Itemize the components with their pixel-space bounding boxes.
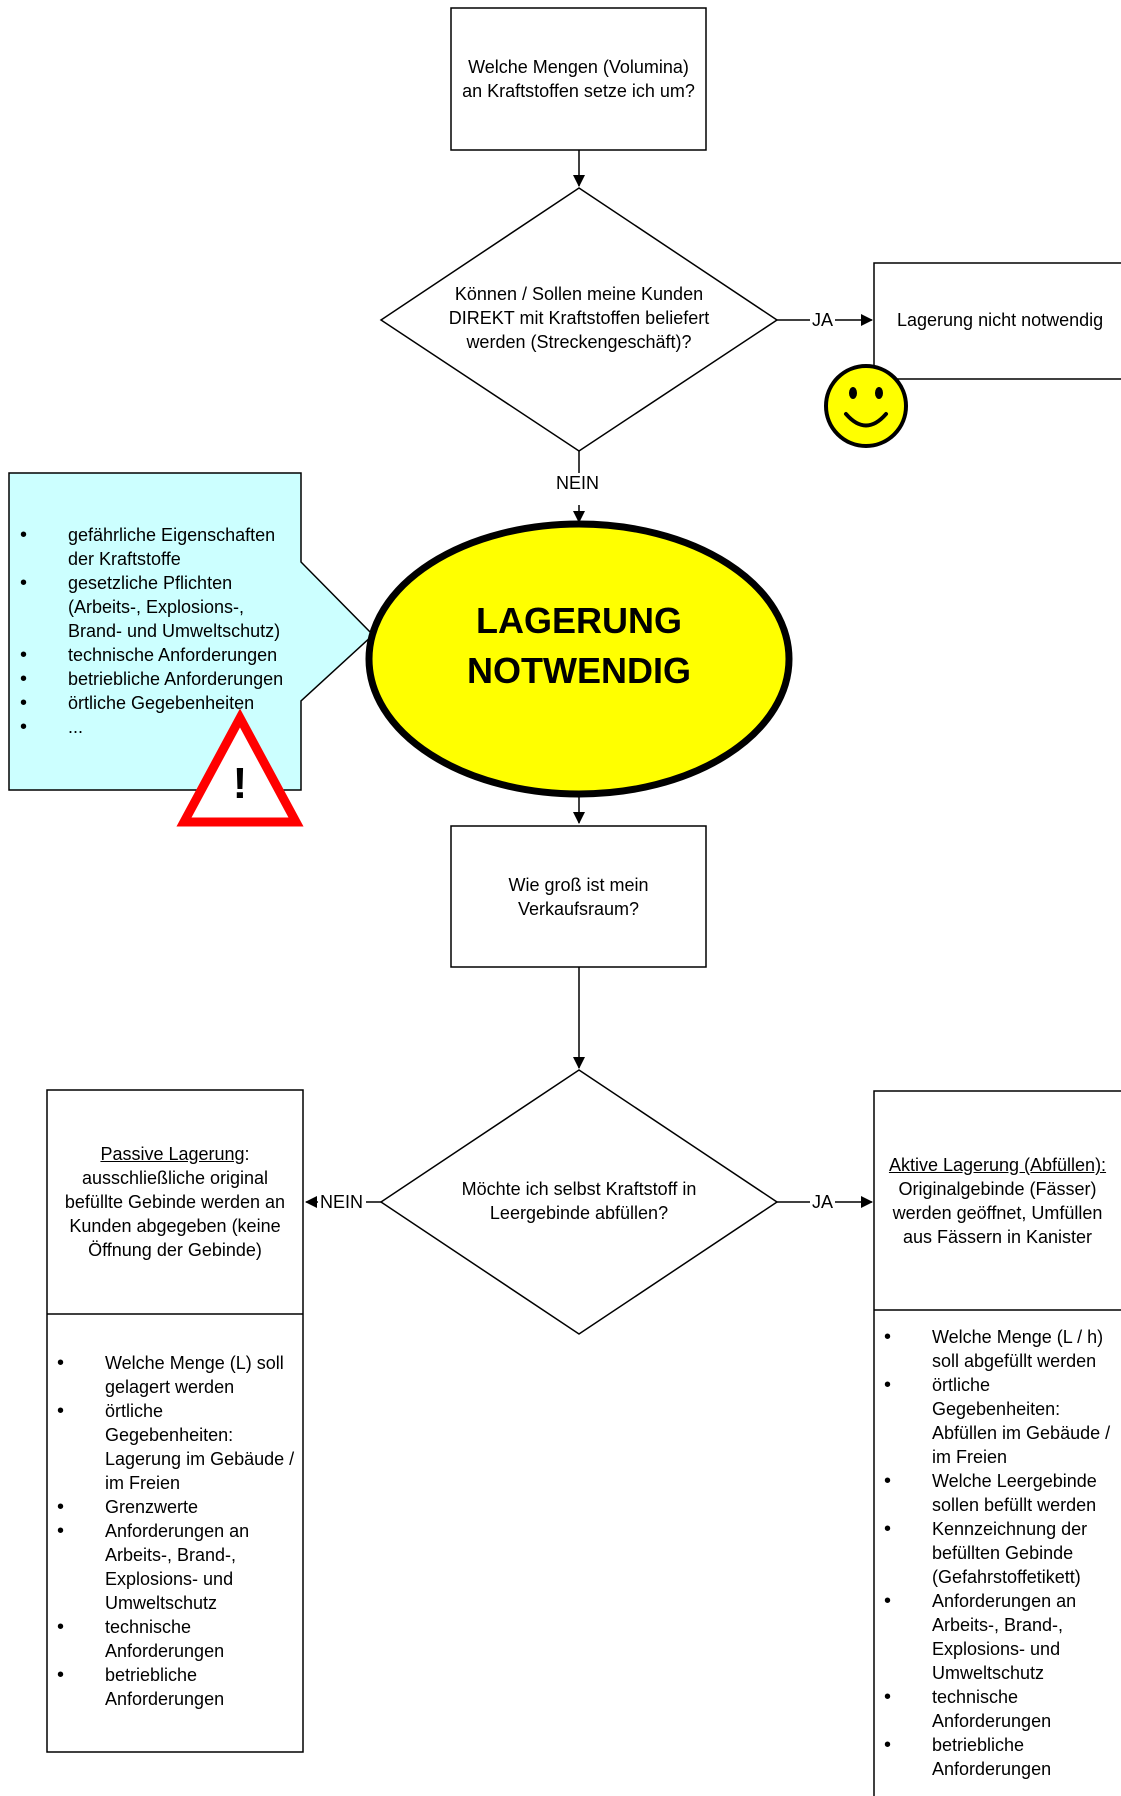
passive-text: ausschließliche original befüllte Gebind…: [64, 1168, 286, 1260]
considerations-item: örtliche Gegebenheiten: [10, 691, 300, 715]
warning-mark: !: [233, 759, 248, 808]
passive-title: Passive Lagerung: [100, 1144, 245, 1164]
no-storage-text: Lagerung nicht notwendig: [897, 310, 1104, 330]
active-list-item: örtliche Gegebenheiten: Abfüllen im Gebä…: [874, 1373, 1121, 1469]
passive-heading: Passive Lagerung:: [47, 1142, 303, 1166]
decision2-yes-label: JA: [810, 1192, 836, 1212]
active-list: Welche Menge (L / h) soll abgefüllt werd…: [874, 1325, 1121, 1781]
active-list-item: Welche Leergebinde sollen befüllt werden: [874, 1469, 1121, 1517]
smiley-icon: [824, 364, 908, 448]
passive-list-item: technische Anforderungen: [47, 1615, 303, 1663]
active-list-item: Welche Menge (L / h) soll abgefüllt werd…: [874, 1325, 1121, 1373]
decision2-diamond: [379, 1069, 779, 1335]
passive-list-item: Welche Menge (L) soll gelagert werden: [47, 1351, 303, 1399]
considerations-item: ...: [10, 715, 300, 739]
no-storage-box: [873, 262, 1121, 380]
considerations-item: technische Anforderungen: [10, 643, 300, 667]
active-list-item: betriebliche Anforderungen: [874, 1733, 1121, 1781]
active-list-item: Anforderungen an Arbeits-, Brand-, Explo…: [874, 1589, 1121, 1685]
salesroom-text: Wie groß ist mein Verkaufsraum?: [508, 875, 649, 919]
considerations-item: gesetzliche Pflichten (Arbeits-, Explosi…: [10, 571, 300, 643]
active-list-item: technische Anforderungen: [874, 1685, 1121, 1733]
passive-colon: :: [244, 1144, 250, 1164]
decision2-text: Möchte ich selbst Kraftstoff in Leergebi…: [461, 1179, 697, 1223]
passive-list-item: Grenzwerte: [47, 1495, 303, 1519]
passive-list: Welche Menge (L) soll gelagert werden ör…: [47, 1351, 303, 1711]
decision2-no-label: NEIN: [318, 1192, 366, 1212]
considerations-item: gefährliche Eigenschaften der Kraftstoff…: [10, 523, 300, 571]
active-title: Aktive Lagerung (Abfüllen):: [888, 1155, 1107, 1175]
decision1-yes-label: JA: [810, 310, 836, 330]
considerations-list: gefährliche Eigenschaften der Kraftstoff…: [10, 523, 300, 739]
passive-list-item: betriebliche Anforderungen: [47, 1663, 303, 1711]
decision1-text: Können / Sollen meine Kunden DIREKT mit …: [448, 284, 710, 352]
start-text: Welche Mengen (Volumina) an Kraftstoffen…: [462, 57, 695, 101]
start-box: [450, 7, 707, 151]
passive-list-item: örtliche Gegebenheiten: Lagerung im Gebä…: [47, 1399, 303, 1495]
salesroom-box: [450, 825, 707, 968]
active-list-item: Kennzeichnung der befüllten Gebinde (Gef…: [874, 1517, 1121, 1589]
passive-list-item: Anforderungen an Arbeits-, Brand-, Explo…: [47, 1519, 303, 1615]
active-text: Originalgebinde (Fässer) werden geöffnet…: [892, 1179, 1103, 1247]
warning-icon: !: [176, 708, 304, 827]
decision1-no-label: NEIN: [554, 473, 602, 493]
considerations-item: betriebliche Anforderungen: [10, 667, 300, 691]
storage-needed-title: LAGERUNG NOTWENDIG: [467, 600, 691, 691]
